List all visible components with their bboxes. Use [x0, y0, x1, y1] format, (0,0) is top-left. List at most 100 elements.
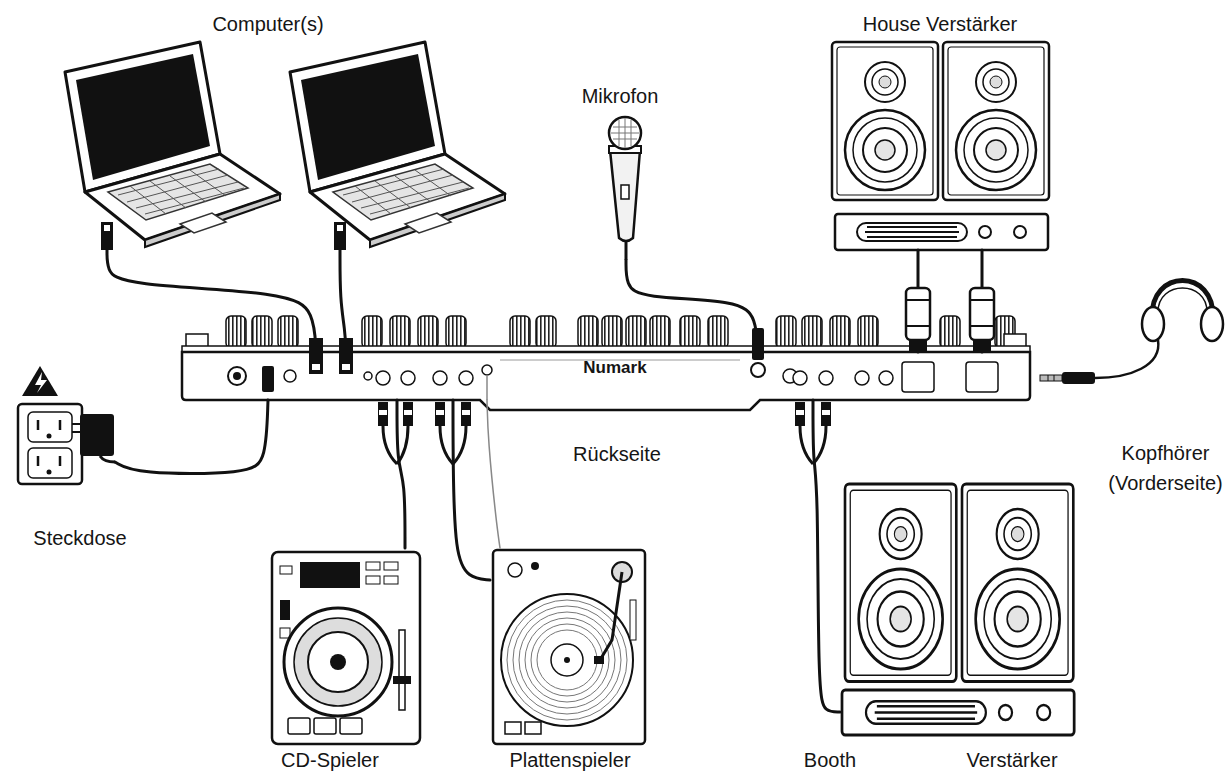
microphone-drawing [609, 117, 641, 149]
microphone-drawing [609, 117, 641, 260]
turntable-drawing [564, 657, 570, 663]
controller-knobs [858, 316, 878, 348]
controller-knobs [940, 316, 960, 348]
headphones-drawing [1158, 288, 1207, 312]
turntable-drawing [600, 572, 622, 660]
cable-plugs [461, 402, 471, 426]
cable [340, 250, 346, 352]
cable-plugs [486, 375, 488, 400]
cable-plugs [404, 410, 412, 415]
turntable-drawing [508, 563, 522, 577]
cable [115, 400, 268, 473]
headphones-drawing [1201, 307, 1223, 341]
cd-player-drawing [308, 632, 368, 692]
headphones-drawing [1040, 281, 1223, 385]
headphones-drawing [1048, 375, 1054, 381]
controller-body [459, 371, 473, 385]
cable-plugs [751, 363, 765, 377]
cable-plugs [101, 222, 994, 464]
booth-speakers [962, 484, 1073, 682]
cable-plugs [970, 300, 994, 326]
cable-plugs [101, 222, 113, 250]
device-label: Mikrofon [570, 84, 670, 108]
cd-player-drawing [280, 600, 290, 620]
outlet-drawing [80, 414, 114, 456]
house-amplifier: House Verstärker [825, 8, 1055, 250]
controller-knobs [536, 316, 556, 348]
cable-plugs [104, 225, 110, 231]
cd-player: CD-Spieler [265, 548, 425, 775]
microphone-drawing [625, 240, 628, 260]
cable-plugs [822, 410, 830, 415]
computer-group: Computer(s) [55, 8, 505, 250]
cable-plugs [403, 402, 413, 426]
cd-player-drawing [280, 566, 292, 574]
cable-plugs [337, 225, 343, 231]
headphones-drawing [1040, 375, 1062, 381]
controller-knobs [510, 316, 530, 348]
cd-player-drawing [272, 552, 420, 744]
cable [626, 260, 758, 352]
cd-player-drawing [399, 630, 405, 710]
controller-knobs [418, 316, 438, 348]
laptop-drawing [65, 42, 505, 247]
cd-player-drawing [272, 552, 420, 744]
turntable-drawing [531, 562, 539, 570]
cable-plugs [334, 222, 346, 250]
cable-plugs [339, 338, 353, 374]
controller-knobs [278, 316, 298, 348]
controller-knobs [390, 316, 410, 348]
turntable-drawing [519, 612, 615, 708]
house-speakers [835, 214, 1048, 250]
controller-knobs [708, 316, 728, 348]
cable-plugs [342, 364, 350, 370]
laptop-drawing [65, 42, 280, 247]
controller-body [401, 371, 415, 385]
turntable-drawing [501, 594, 633, 726]
headphones-drawing [1142, 307, 1164, 341]
cable-plugs [970, 288, 994, 340]
headphones-drawing [1095, 340, 1158, 378]
controller-body [482, 365, 492, 375]
controller-knobs [226, 316, 246, 348]
cable-plugs [440, 426, 466, 464]
device-label: Plattenspieler [490, 748, 650, 772]
device-label: Verstärker [952, 748, 1072, 772]
cd-player-drawing [393, 676, 411, 684]
cable-layer [107, 250, 982, 712]
cable-plugs [821, 402, 831, 426]
turntable-drawing [525, 618, 609, 702]
cable-plugs [379, 410, 387, 415]
controller-body [902, 362, 934, 392]
house-speakers [832, 42, 938, 200]
outlet-drawing [18, 366, 115, 484]
cd-player-drawing [294, 618, 382, 706]
cable-plugs [909, 340, 927, 352]
cable-plugs [262, 366, 274, 392]
house-speakers [943, 42, 1049, 200]
turntable-drawing [493, 550, 645, 744]
controller-knobs [680, 316, 700, 348]
controller-knobs [830, 316, 850, 348]
controller-knobs [446, 316, 466, 348]
cable-plugs [436, 410, 444, 415]
headphones-drawing [1062, 372, 1095, 384]
power-outlet: Steckdose [10, 368, 115, 555]
cable-plugs [796, 410, 804, 415]
cd-player-drawing [330, 654, 346, 670]
cd-player-drawing [384, 576, 398, 584]
outlet-drawing [38, 420, 60, 466]
controller-knobs [626, 316, 646, 348]
device-label: CD-Spieler [265, 748, 395, 772]
controller-body [284, 370, 296, 382]
device-label: Kopfhörer (Vorderseite) [1100, 438, 1231, 498]
dj-controller: Numark [182, 352, 1030, 400]
microphone-drawing [611, 118, 639, 148]
controller-body [182, 334, 1030, 410]
outlet-drawing [47, 470, 52, 475]
cable-plugs [312, 364, 320, 370]
booth-amplifier: BoothVerstärker [840, 480, 1085, 775]
house-speakers [832, 42, 1049, 250]
